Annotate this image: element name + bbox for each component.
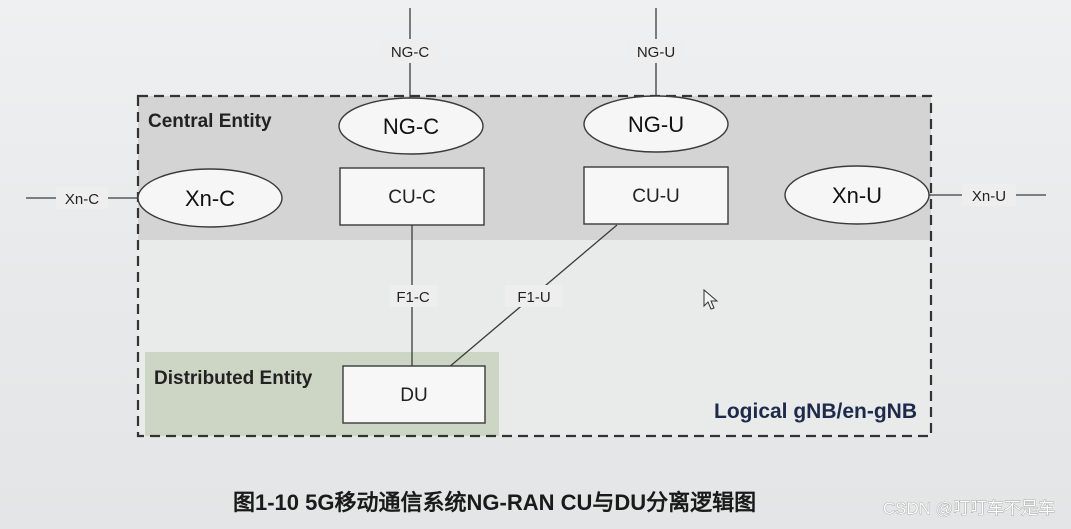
- distributed-entity-label: Distributed Entity: [154, 368, 313, 389]
- logical-gnb-label: Logical gNB/en-gNB: [714, 400, 917, 423]
- xn-u-label-bg: [962, 184, 1016, 206]
- f1-u-label: F1-U: [517, 289, 550, 306]
- central-entity-label: Central Entity: [148, 111, 272, 132]
- watermark: CSDN @叮叮车不是车: [883, 499, 1055, 518]
- logical-gnb-boundary: [136, 94, 933, 438]
- ng-u-node-label: NG-U: [628, 112, 684, 137]
- cu-c-label: CU-C: [388, 187, 436, 208]
- ng-u-label-bg: [627, 39, 685, 63]
- f1-c-label: F1-C: [396, 289, 430, 306]
- f1-u-label-bg: [505, 285, 563, 307]
- cu-u-box: [583, 166, 729, 225]
- xn-c-ellipse: [137, 168, 283, 228]
- du-box: [342, 365, 486, 424]
- xn-c-label-bg: [56, 187, 108, 209]
- f1-c-label-bg: [389, 285, 437, 307]
- cu-u-label: CU-U: [632, 186, 680, 207]
- cu-c-box: [339, 167, 485, 226]
- ng-c-interface-label: NG-C: [391, 44, 429, 61]
- xn-u-node-label: Xn-U: [832, 183, 882, 208]
- ng-c-ellipse: [338, 97, 484, 155]
- ng-u-interface-label: NG-U: [637, 44, 675, 61]
- ng-c-label-bg: [381, 39, 439, 63]
- mouse-cursor-icon: [703, 288, 719, 310]
- du-label: DU: [400, 385, 427, 406]
- central-entity-region: [138, 96, 931, 240]
- xn-c-interface-label: Xn-C: [65, 191, 99, 208]
- figure-caption: 图1-10 5G移动通信系统NG-RAN CU与DU分离逻辑图: [233, 490, 756, 515]
- ng-u-ellipse: [583, 95, 729, 153]
- xn-u-ellipse: [784, 165, 930, 225]
- ng-c-node-label: NG-C: [383, 114, 439, 139]
- xn-c-node-label: Xn-C: [185, 186, 235, 211]
- xn-u-interface-label: Xn-U: [972, 188, 1006, 205]
